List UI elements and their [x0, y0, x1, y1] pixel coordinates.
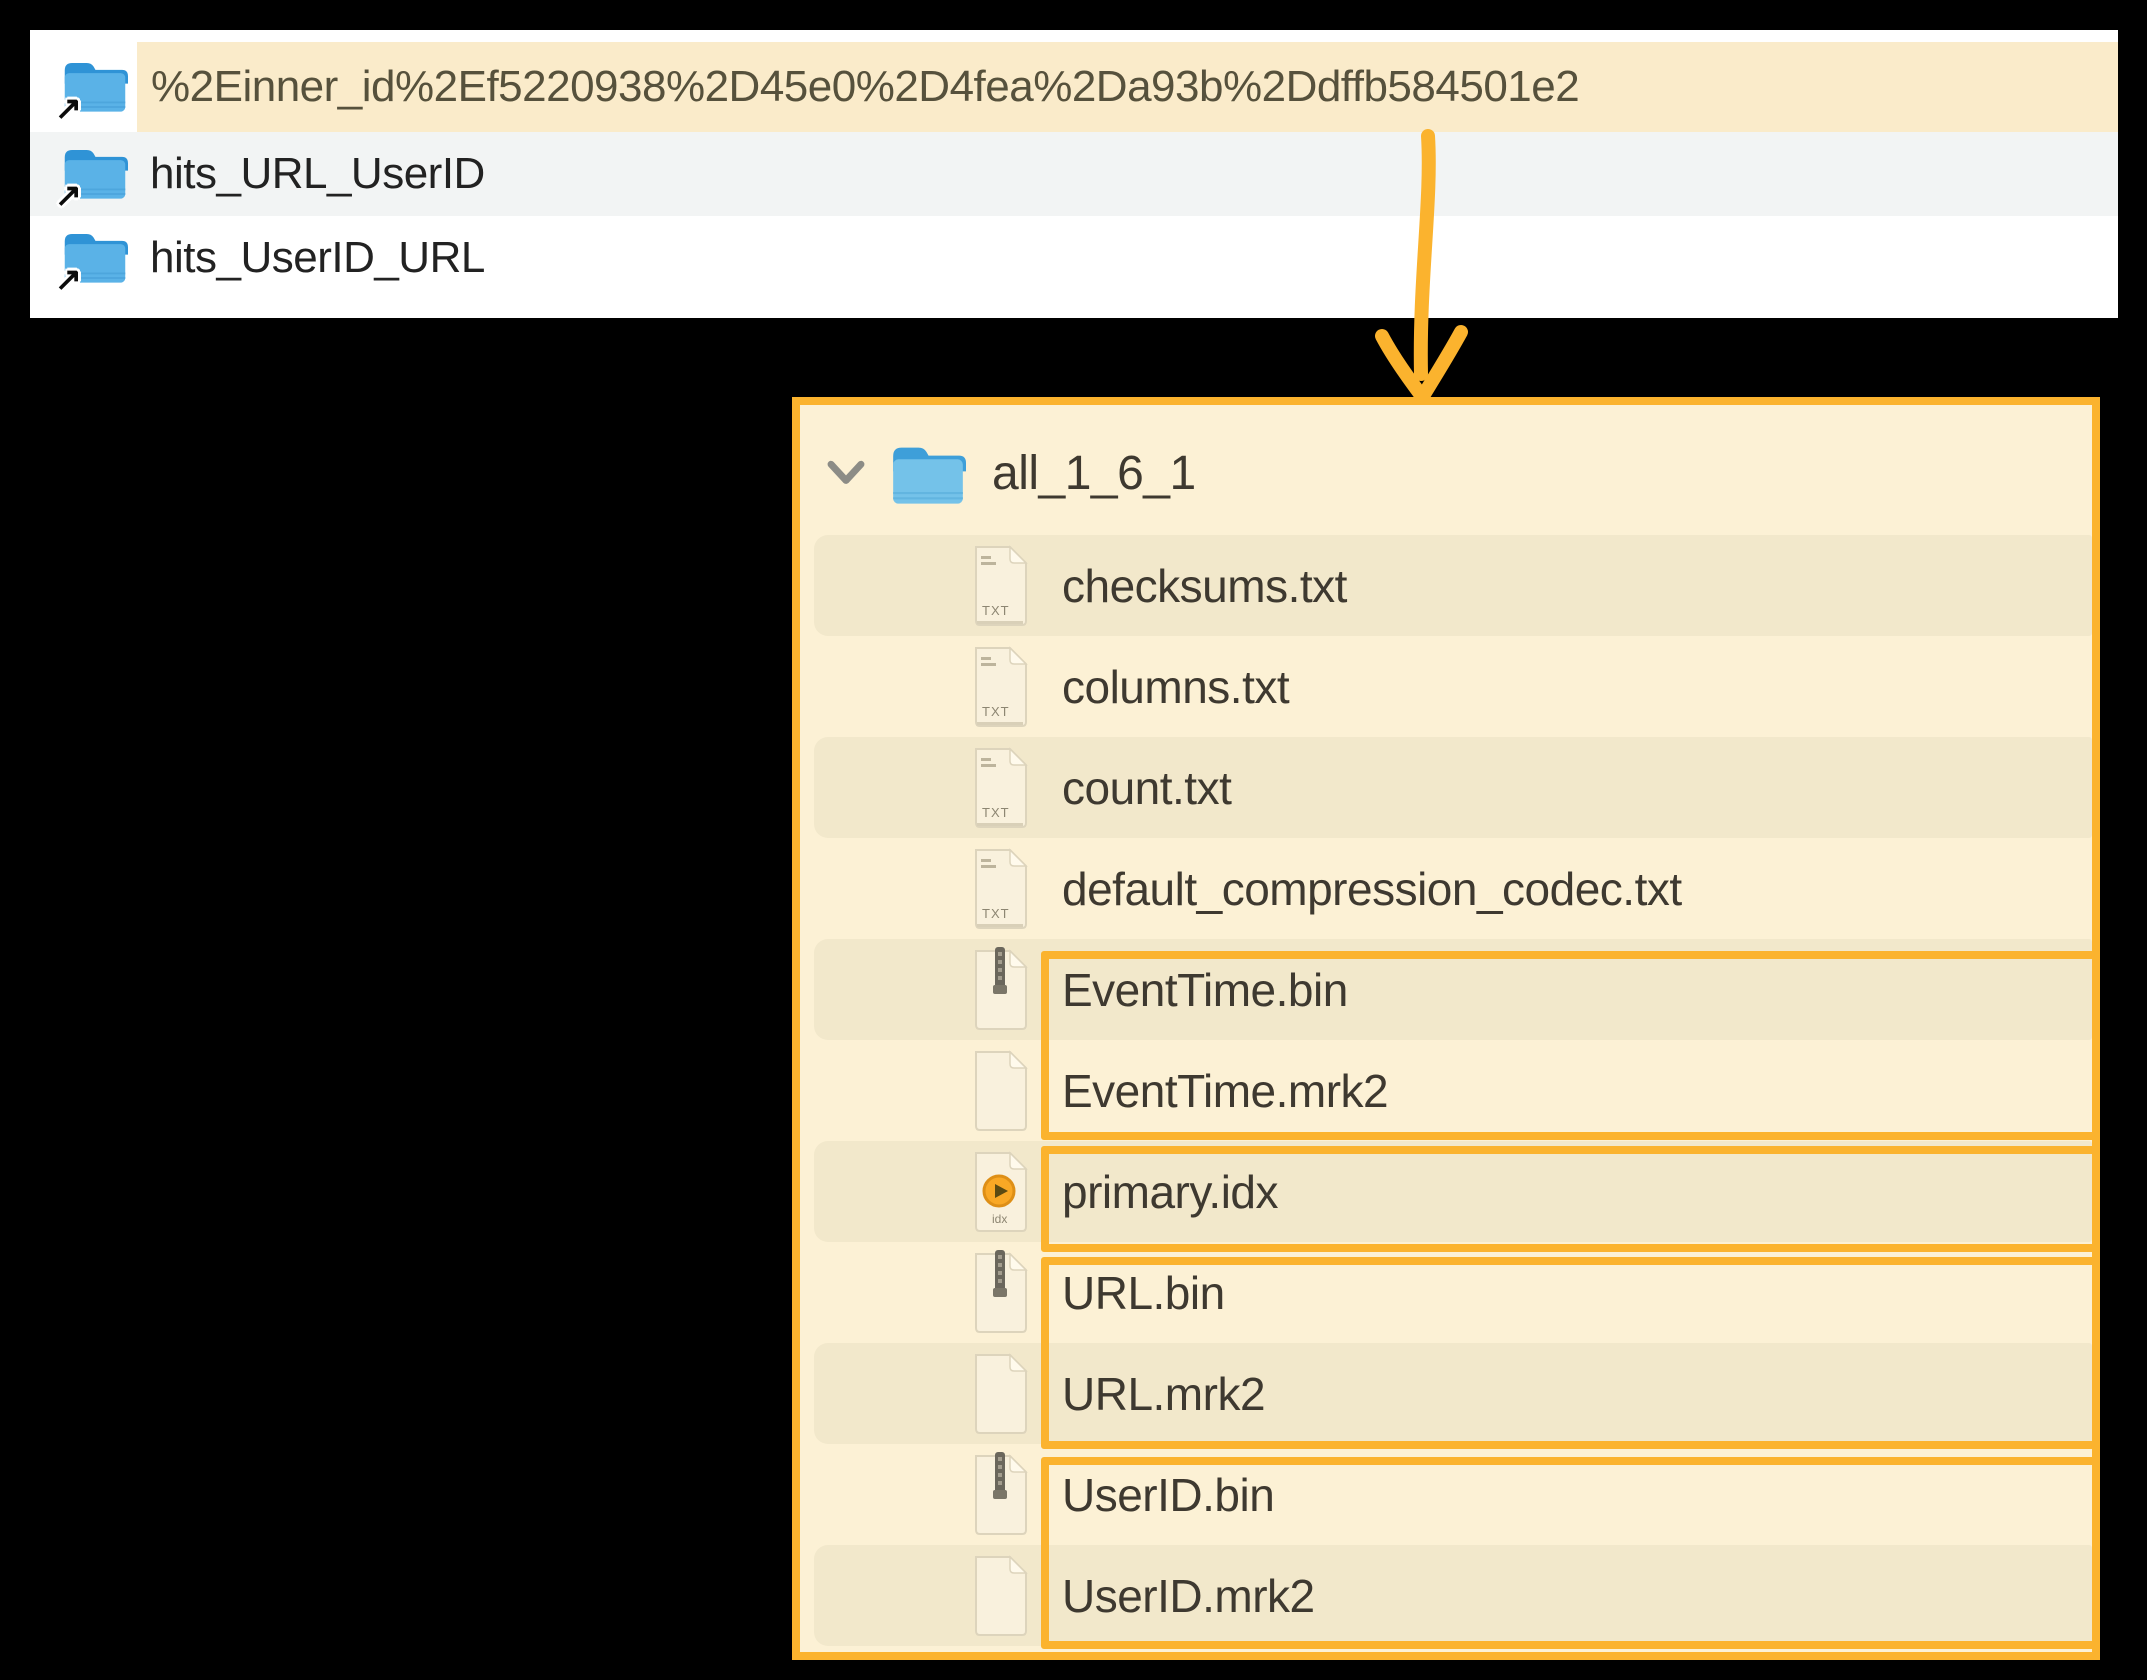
bin-file-icon — [968, 1451, 1032, 1538]
file-row[interactable]: URL.bin — [800, 1242, 2092, 1343]
highlight-annotation: %2Einner_id%2Ef5220938%2D45e0%2D4fea%2Da… — [137, 42, 2118, 132]
finder-row-inner-id[interactable]: %2Einner_id%2Ef5220938%2D45e0%2D4fea%2Da… — [30, 42, 2118, 132]
bin-file-icon — [968, 1249, 1032, 1336]
chevron-down-icon[interactable] — [826, 457, 866, 489]
file-name: UserID.bin — [1062, 1468, 1275, 1521]
file-name: EventTime.mrk2 — [1062, 1064, 1389, 1117]
plain-file-icon — [968, 1048, 1032, 1134]
folder-alias-icon: ↗ — [55, 142, 128, 213]
svg-text:TXT: TXT — [982, 603, 1010, 618]
file-name: count.txt — [1062, 761, 1232, 814]
folder-alias-icon: ↗ — [55, 55, 128, 126]
svg-text:TXT: TXT — [982, 704, 1010, 719]
plain-file-icon — [968, 1351, 1032, 1437]
part-contents-panel: all_1_6_1 TXT checksums.txt TXT — [792, 397, 2100, 1660]
txt-file-icon: TXT — [968, 543, 1032, 629]
svg-text:TXT: TXT — [982, 906, 1010, 921]
folder-icon — [890, 439, 966, 507]
bin-file-icon — [968, 946, 1032, 1033]
file-row[interactable]: URL.mrk2 — [800, 1343, 2092, 1444]
file-name: EventTime.bin — [1062, 963, 1348, 1016]
folder-name: %2Einner_id%2Ef5220938%2D45e0%2D4fea%2Da… — [151, 62, 1580, 111]
file-row[interactable]: TXT checksums.txt — [800, 535, 2092, 636]
file-row[interactable]: TXT count.txt — [800, 737, 2092, 838]
file-name: checksums.txt — [1062, 559, 1347, 612]
file-name: primary.idx — [1062, 1165, 1279, 1218]
part-folder-name: all_1_6_1 — [992, 446, 1196, 500]
folder-name: hits_URL_UserID — [150, 149, 485, 198]
alias-arrow-icon: ↗ — [55, 90, 82, 126]
file-row[interactable]: idx primary.idx — [800, 1141, 2092, 1242]
alias-arrow-icon: ↗ — [55, 261, 82, 297]
file-name: default_compression_codec.txt — [1062, 862, 1682, 915]
file-row[interactable]: TXT columns.txt — [800, 636, 2092, 737]
alias-arrow-icon: ↗ — [55, 177, 82, 213]
finder-list-window: %2Einner_id%2Ef5220938%2D45e0%2D4fea%2Da… — [30, 30, 2118, 318]
file-row[interactable]: UserID.bin — [800, 1444, 2092, 1545]
file-name: URL.bin — [1062, 1266, 1225, 1319]
svg-text:idx: idx — [992, 1212, 1007, 1226]
txt-file-icon: TXT — [968, 745, 1032, 831]
file-name: columns.txt — [1062, 660, 1290, 713]
file-row[interactable]: UserID.mrk2 — [800, 1545, 2092, 1646]
folder-name: hits_UserID_URL — [150, 233, 485, 282]
finder-row-hits-userid-url[interactable]: ↗ hits_UserID_URL — [30, 216, 2118, 300]
file-row[interactable]: EventTime.bin — [800, 939, 2092, 1040]
svg-text:TXT: TXT — [982, 805, 1010, 820]
plain-file-icon — [968, 1553, 1032, 1639]
txt-file-icon: TXT — [968, 644, 1032, 730]
txt-file-icon: TXT — [968, 846, 1032, 932]
file-name: UserID.mrk2 — [1062, 1569, 1315, 1622]
file-row[interactable]: EventTime.mrk2 — [800, 1040, 2092, 1141]
finder-row-hits-url-userid[interactable]: ↗ hits_URL_UserID — [30, 132, 2118, 216]
folder-alias-icon: ↗ — [55, 226, 128, 297]
file-name: URL.mrk2 — [1062, 1367, 1266, 1420]
file-row[interactable]: TXT default_compression_codec.txt — [800, 838, 2092, 939]
idx-file-icon: idx — [968, 1149, 1032, 1235]
folder-tree-row[interactable]: all_1_6_1 — [800, 413, 2092, 533]
file-list: TXT checksums.txt TXT columns.txt — [800, 535, 2092, 1646]
